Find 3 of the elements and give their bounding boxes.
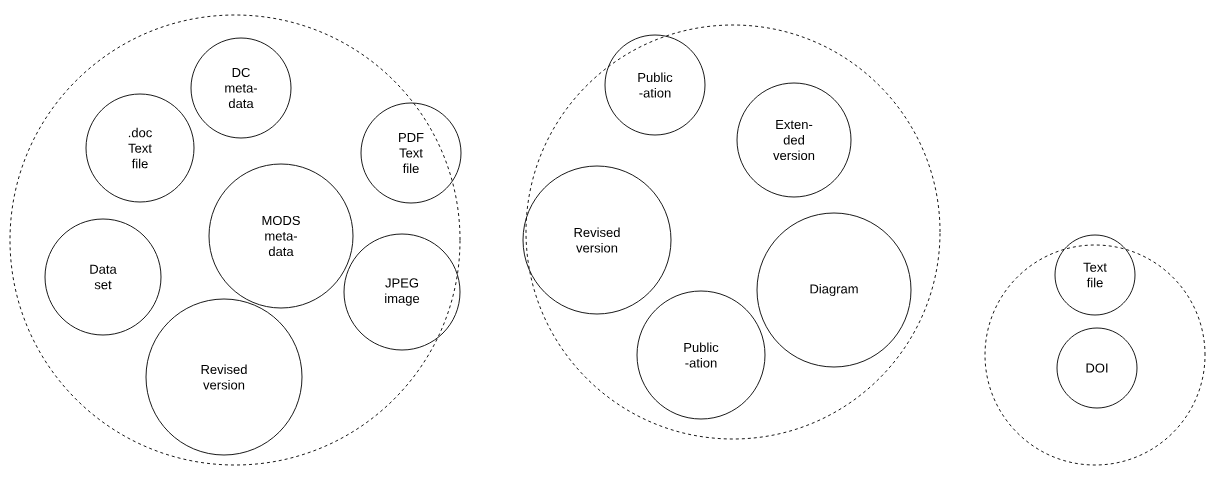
- group-circle: [525, 24, 941, 440]
- group-circle: [9, 14, 461, 466]
- group-circle: [984, 244, 1206, 466]
